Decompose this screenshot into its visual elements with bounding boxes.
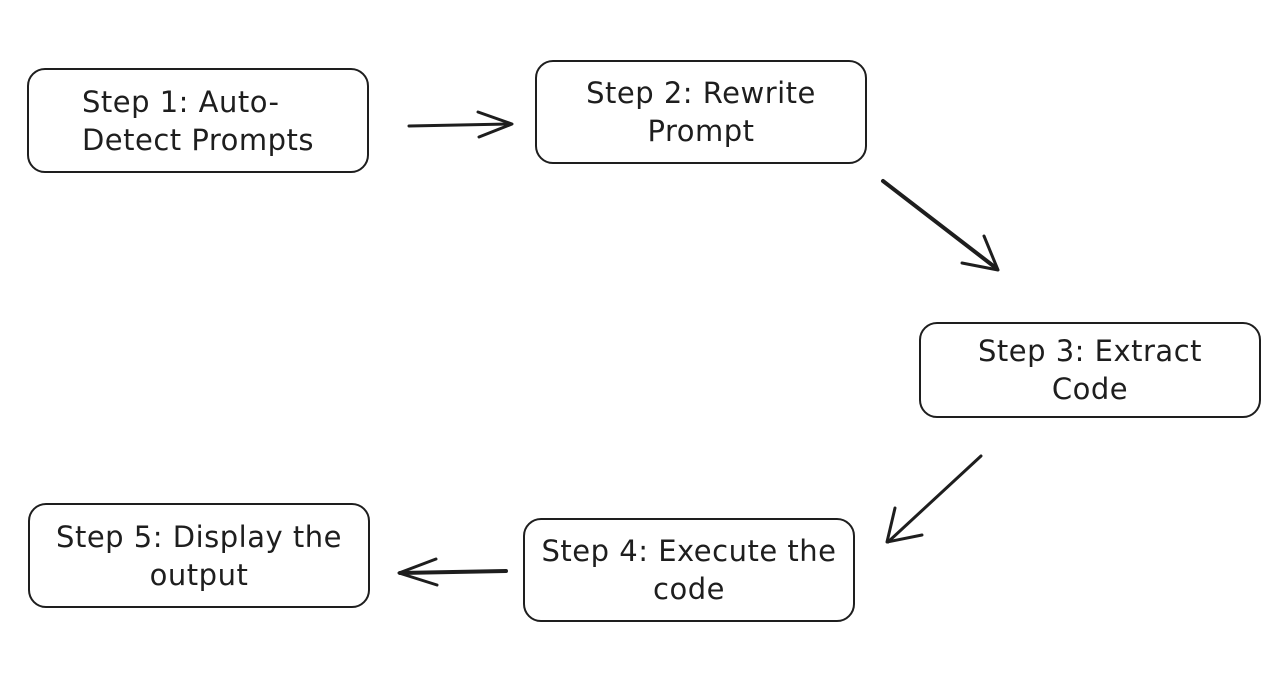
- arrow-shaft: [398, 569, 508, 575]
- arrow-step2-to-step3: [881, 179, 1000, 272]
- arrow-step4-to-step5: [397, 557, 508, 587]
- arrow-shaft: [886, 454, 983, 544]
- arrow-step1-to-step2: [407, 110, 514, 139]
- step-4-label: Step 4: Execute the code: [541, 534, 837, 606]
- step-4-box: Step 4: Execute the code: [523, 518, 855, 622]
- arrow-shaft: [407, 122, 512, 128]
- step-3-box: Step 3: Extract Code: [919, 322, 1261, 418]
- step-2-box: Step 2: Rewrite Prompt: [535, 60, 867, 164]
- arrow-shaft: [881, 179, 998, 270]
- arrow-head: [476, 110, 514, 139]
- arrow-head: [397, 557, 439, 587]
- step-1-box: Step 1: Auto- Detect Prompts: [27, 68, 369, 173]
- arrow-head: [885, 506, 924, 544]
- step-5-box: Step 5: Display the output: [28, 503, 370, 608]
- arrow-head: [960, 234, 1000, 272]
- step-1-label: Step 1: Auto- Detect Prompts: [81, 84, 315, 157]
- step-5-label: Step 5: Display the output: [56, 519, 342, 592]
- step-2-label: Step 2: Rewrite Prompt: [586, 76, 816, 148]
- arrow-step3-to-step4: [885, 454, 983, 544]
- step-3-label: Step 3: Extract Code: [977, 334, 1203, 406]
